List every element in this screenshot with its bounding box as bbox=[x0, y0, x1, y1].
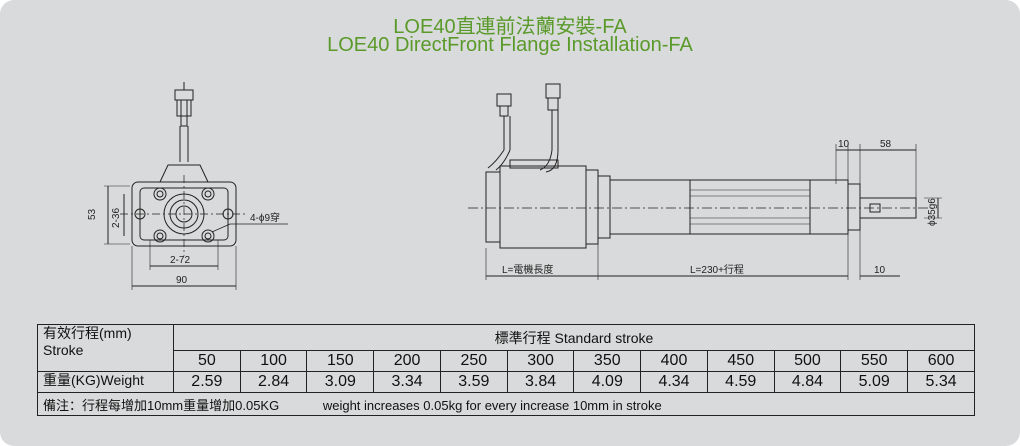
technical-drawing: 53 2-36 2-72 90 4-ϕ9穿 10 58 ϕ35g6 L=電機長度… bbox=[87, 82, 942, 290]
stroke-cell: 150 bbox=[306, 350, 375, 372]
side-view bbox=[468, 83, 942, 280]
dim-hole-vertical: 2-36 bbox=[111, 208, 122, 228]
weight-cell: 3.84 bbox=[506, 371, 575, 393]
stroke-cell: 500 bbox=[773, 350, 842, 372]
note-chinese: 備注：行程每增加10mm重量增加0.05KG bbox=[43, 397, 280, 413]
dim-flange-thickness: 10 bbox=[838, 139, 850, 150]
weight-cell: 2.59 bbox=[173, 371, 241, 393]
dim-rod-length: 58 bbox=[880, 139, 892, 150]
weight-cell: 5.34 bbox=[907, 371, 975, 393]
standard-stroke-header: 標準行程 Standard stroke bbox=[173, 324, 975, 351]
motor-body bbox=[499, 165, 587, 249]
weight-cell: 3.09 bbox=[306, 371, 375, 393]
weight-cell: 3.59 bbox=[439, 371, 508, 393]
weight-cell: 4.84 bbox=[773, 371, 842, 393]
connector-icon bbox=[174, 82, 194, 162]
spec-table: 有效行程(mm) Stroke 標準行程 Standard stroke 50 … bbox=[37, 324, 975, 416]
front-view bbox=[104, 82, 288, 290]
weight-cell: 4.09 bbox=[573, 371, 642, 393]
stroke-cell: 250 bbox=[439, 350, 508, 372]
dim-body-length: L=230+行程 bbox=[690, 263, 744, 276]
stroke-cell: 600 bbox=[907, 350, 975, 372]
dim-rod-diameter: ϕ35g6 bbox=[927, 198, 938, 226]
connector-icon bbox=[487, 93, 512, 171]
weight-cell: 3.34 bbox=[373, 371, 441, 393]
weight-cell: 4.34 bbox=[640, 371, 708, 393]
weight-row: 重量(KG)Weight 2.59 2.84 3.09 3.34 3.59 3.… bbox=[37, 371, 975, 393]
hole-callout: 4-ϕ9穿 bbox=[250, 211, 280, 224]
connector-icon bbox=[539, 83, 561, 173]
stroke-cell: 400 bbox=[640, 350, 708, 372]
motor-rear-cap bbox=[485, 171, 501, 243]
note-row: 備注：行程每增加10mm重量增加0.05KG weight increases … bbox=[37, 392, 975, 416]
stroke-cell: 200 bbox=[373, 350, 441, 372]
dim-end: 10 bbox=[874, 265, 886, 276]
weight-cell: 5.09 bbox=[840, 371, 909, 393]
front-flange bbox=[847, 183, 861, 231]
stroke-cell: 350 bbox=[573, 350, 642, 372]
dim-width: 90 bbox=[176, 275, 188, 286]
weight-cell: 2.84 bbox=[239, 371, 308, 393]
stroke-cell: 100 bbox=[239, 350, 308, 372]
weight-row-label: 重量(KG)Weight bbox=[37, 371, 174, 393]
weight-cell: 4.59 bbox=[706, 371, 775, 393]
title-chinese: LOE40直連前法蘭安裝-FA bbox=[393, 16, 627, 38]
note-english: weight increases 0.05kg for every increa… bbox=[322, 397, 662, 413]
dim-height: 53 bbox=[87, 208, 98, 220]
stroke-cell: 50 bbox=[173, 350, 241, 372]
stroke-row: 50 100 150 200 250 300 350 400 450 500 5… bbox=[38, 350, 975, 372]
stroke-cell: 450 bbox=[706, 350, 775, 372]
title-english: LOE40 DirectFront Flange Installation-FA bbox=[327, 34, 693, 56]
stroke-row-label: 有效行程(mm) Stroke bbox=[37, 324, 174, 372]
actuator-body bbox=[609, 179, 849, 235]
note-cell: 備注：行程每增加10mm重量增加0.05KG weight increases … bbox=[37, 392, 975, 416]
dim-hole-horizontal: 2-72 bbox=[170, 255, 190, 266]
dim-motor-length: L=電機長度 bbox=[502, 263, 553, 276]
stroke-cell: 550 bbox=[840, 350, 909, 372]
stroke-cell: 300 bbox=[506, 350, 575, 372]
